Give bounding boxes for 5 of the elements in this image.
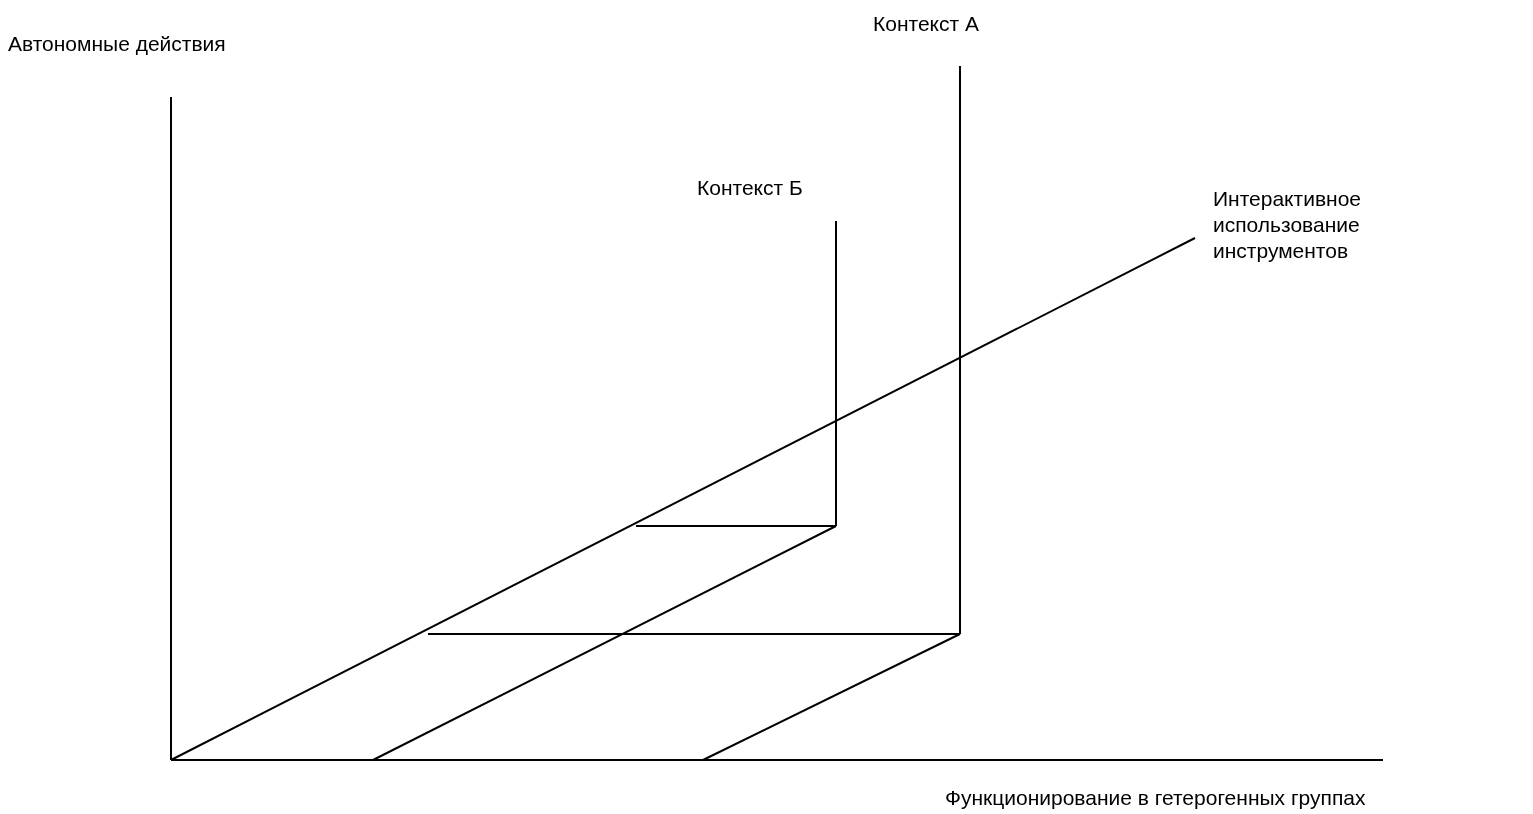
context-label: Контекст Б	[697, 175, 803, 201]
context-label: Контекст А	[873, 11, 979, 37]
axis-label: Интерактивное использование инструментов	[1213, 186, 1362, 264]
axis-label: Автономные действия	[8, 31, 226, 57]
axis-label: Функционирование в гетерогенных группах	[945, 785, 1366, 811]
